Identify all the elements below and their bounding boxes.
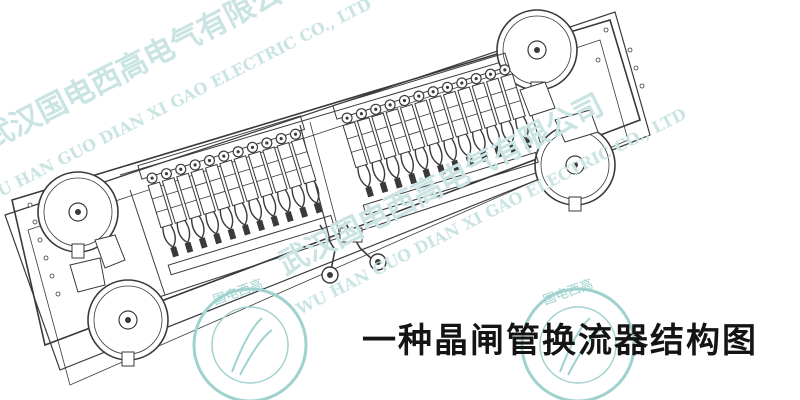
coil-brackets <box>69 81 599 293</box>
thyristor-valve-stack-left <box>137 115 335 276</box>
thyristor-valve-stack-right <box>332 52 539 216</box>
diagram-caption: 一种晶闸管换流器结构图 <box>362 321 758 361</box>
watermark: 武汉国电西高电气有限公司 WU HAN GUO DIAN XI GAO ELEC… <box>0 0 689 319</box>
company-seal-left: 国电西高 <box>192 276 308 400</box>
seal-cn-left: 国电西高 <box>211 276 265 309</box>
watermark-company-cn-top: 武汉国电西高电气有限公司 <box>0 0 314 157</box>
seal-cn-right: 国电西高 <box>541 276 595 309</box>
central-busbar <box>319 221 387 284</box>
